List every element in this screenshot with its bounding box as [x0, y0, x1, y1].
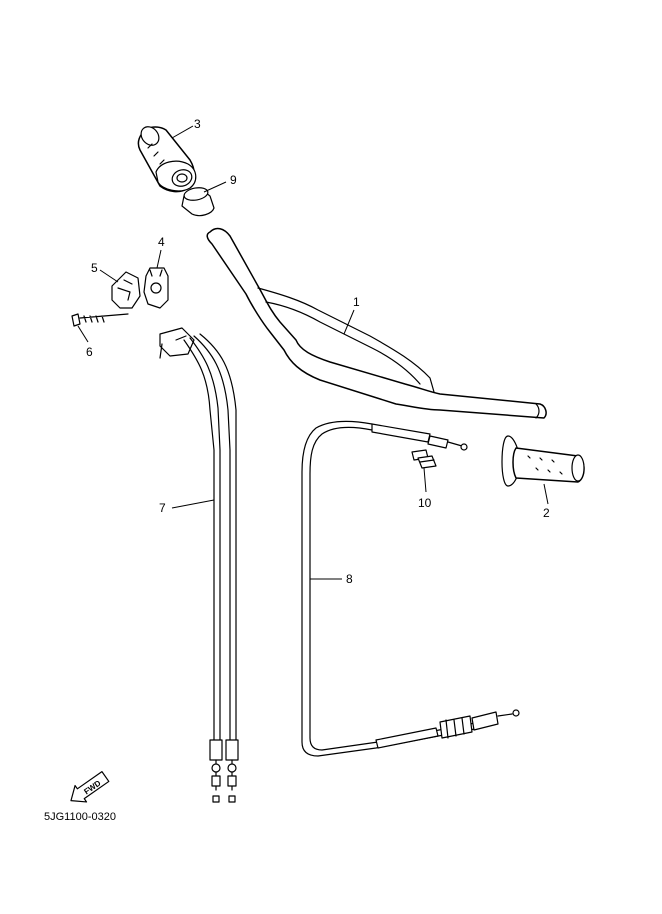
callout-labels: 3 9 4 5 6 1 7 8 10 2 [86, 117, 550, 586]
left-grip [501, 435, 585, 487]
throttle-housing-lower [111, 271, 141, 309]
callout-10: 10 [418, 496, 432, 510]
callout-1: 1 [353, 295, 360, 309]
throttle-housing-upper [143, 267, 169, 309]
throttle-grip [137, 126, 197, 193]
leader-lines [77, 125, 549, 580]
handlebar [206, 227, 547, 419]
diagram-code: 5JG1100-0320 [44, 811, 116, 823]
callout-6: 6 [86, 345, 93, 359]
callout-8: 8 [346, 572, 353, 586]
callout-3: 3 [194, 117, 201, 131]
clutch-cable [301, 420, 520, 757]
collar [181, 187, 215, 217]
callout-2: 2 [543, 506, 550, 520]
callout-7: 7 [159, 501, 166, 515]
screw [71, 313, 129, 327]
throttle-cables [159, 327, 239, 803]
forward-arrow-icon: FWD [70, 771, 110, 803]
callout-9: 9 [230, 173, 237, 187]
cable-adjuster [411, 449, 437, 469]
callout-4: 4 [158, 235, 165, 249]
callout-5: 5 [91, 261, 98, 275]
